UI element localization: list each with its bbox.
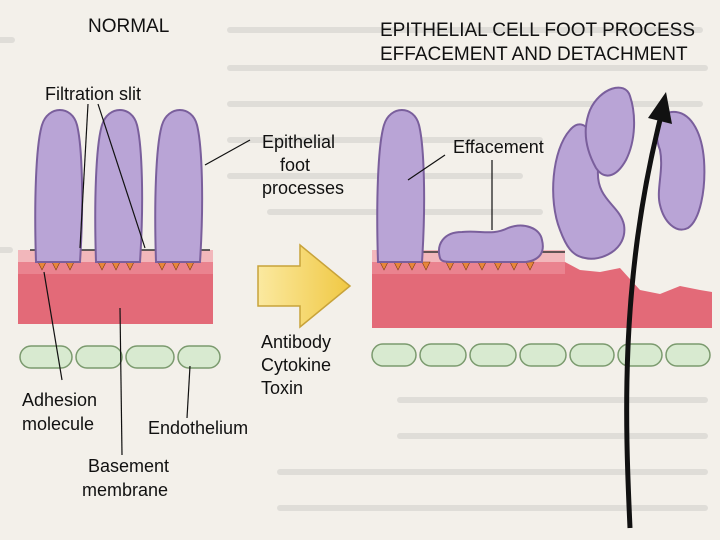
effacement-label: Effacement xyxy=(453,137,544,157)
filtration-slit-label: Filtration slit xyxy=(45,84,142,104)
leader-lines-right xyxy=(407,154,493,230)
causes-label-line3: Toxin xyxy=(261,378,304,398)
normal-title: NORMAL xyxy=(88,16,170,37)
injured-panel xyxy=(371,86,712,529)
endothelial-cells-right xyxy=(371,343,711,367)
epithelial-label-line1: Epithelial xyxy=(262,132,336,152)
causes-label-line1: Antibody xyxy=(261,332,332,352)
foot-processes-left xyxy=(34,109,204,263)
injury-arrow xyxy=(257,243,352,329)
foot-process-normal-right xyxy=(376,109,426,263)
endothelium-label: Endothelium xyxy=(148,418,249,438)
detachment-arrow xyxy=(624,119,663,529)
leader-lines-left xyxy=(43,103,251,456)
detached-podocyte-upper xyxy=(584,86,636,177)
detachment-arrowhead xyxy=(648,92,672,124)
causes-label-line2: Cytokine xyxy=(261,355,332,375)
adhesion-molecules-left xyxy=(37,261,195,271)
adhesion-label-line1: Adhesion xyxy=(22,390,98,410)
injured-title-line1: EPITHELIAL CELL FOOT PROCESS xyxy=(380,20,696,41)
detached-podocyte-right xyxy=(655,110,706,231)
basement-membrane-right xyxy=(372,262,712,328)
epithelial-label-line3: processes xyxy=(262,178,345,198)
effaced-foot-process xyxy=(438,224,544,263)
basement-label-line2: membrane xyxy=(82,480,169,500)
normal-panel xyxy=(18,103,251,456)
injured-title-line2: EFFACEMENT AND DETACHMENT xyxy=(380,44,688,65)
adhesion-label-line2: molecule xyxy=(22,414,95,434)
epithelial-label-line2: foot xyxy=(280,155,311,175)
basement-label-line1: Basement xyxy=(88,456,170,476)
detached-podocyte-lower xyxy=(552,123,626,260)
